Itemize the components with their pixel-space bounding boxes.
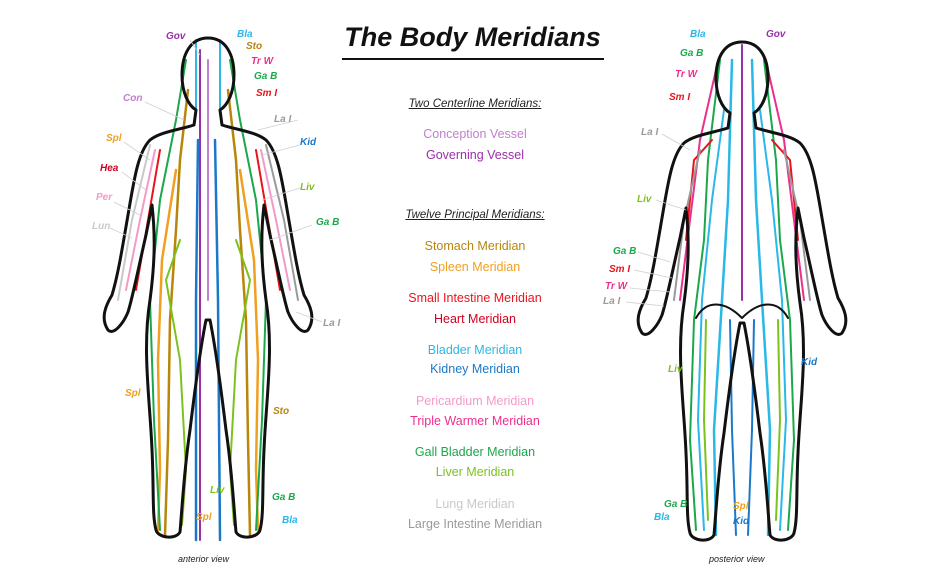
- legend-conception-vessel: Conception Vessel: [423, 127, 527, 141]
- legend-lung: Lung Meridian: [435, 497, 515, 511]
- legend-small-intestine: Small Intestine Meridian: [408, 291, 542, 305]
- posterior-tag-smi-2: Sm I: [609, 264, 631, 275]
- posterior-tag-lai: La I: [641, 127, 659, 138]
- legend-kidney: Kidney Meridian: [430, 362, 520, 376]
- posterior-tag-kid-2: Kid: [733, 516, 750, 527]
- anterior-tag-liv-2: Liv: [210, 485, 225, 496]
- posterior-tag-trw-2: Tr W: [605, 281, 628, 292]
- page-title: The Body Meridians: [344, 22, 601, 52]
- posterior-tag-gab-3: Ga B: [664, 499, 688, 510]
- anterior-tag-lai-2: La I: [323, 318, 341, 329]
- legend-triple-warmer: Triple Warmer Meridian: [410, 414, 540, 428]
- anterior-caption: anterior view: [178, 554, 230, 564]
- posterior-caption: posterior view: [709, 554, 765, 564]
- anterior-tag-spl-3: Spl: [196, 512, 212, 523]
- posterior-tag-trw: Tr W: [675, 69, 698, 80]
- legend-liver: Liver Meridian: [435, 465, 515, 479]
- anterior-tag-smi: Sm I: [256, 88, 278, 99]
- title-underline: [342, 58, 604, 60]
- anterior-tag-gov: Gov: [166, 31, 186, 42]
- posterior-tag-gab-2: Ga B: [613, 246, 637, 257]
- anterior-tag-kid: Kid: [300, 137, 317, 148]
- posterior-tag-liv-2: Liv: [668, 364, 683, 375]
- posterior-tag-gab: Ga B: [680, 48, 704, 59]
- posterior-tag-smi: Sm I: [669, 92, 691, 103]
- anterior-tag-bla-2: Bla: [282, 515, 298, 526]
- anterior-tag-per: Per: [96, 192, 113, 203]
- legend-stomach: Stomach Meridian: [424, 239, 526, 253]
- posterior-tag-lai-2: La I: [603, 296, 621, 307]
- legend-centerline-heading: Two Centerline Meridians:: [380, 96, 570, 110]
- anterior-tag-hea: Hea: [100, 163, 119, 174]
- anterior-tag-sto: Sto: [246, 41, 263, 52]
- heading-text: Twelve Principal Meridians:: [405, 209, 545, 221]
- anterior-tag-gab-2: Ga B: [316, 217, 340, 228]
- anterior-tag-spl-2: Spl: [125, 388, 141, 399]
- legend-spleen: Spleen Meridian: [429, 260, 521, 274]
- posterior-tag-liv: Liv: [637, 194, 652, 205]
- legend-principal-heading: Twelve Principal Meridians:: [380, 207, 570, 221]
- legend-heart: Heart Meridian: [434, 312, 516, 326]
- anterior-tag-gab: Ga B: [254, 71, 278, 82]
- anterior-tag-lun: Lun: [92, 221, 111, 232]
- anterior-body: [102, 36, 314, 542]
- legend-bladder: Bladder Meridian: [427, 343, 523, 357]
- anterior-tag-liv: Liv: [300, 182, 315, 193]
- anterior-tag-lai: La I: [274, 114, 292, 125]
- anterior-tag-trw: Tr W: [251, 56, 274, 67]
- anterior-tag-gab-3: Ga B: [272, 492, 296, 503]
- posterior-body: [636, 40, 848, 542]
- posterior-tag-spl: Spl: [733, 501, 749, 512]
- anterior-tag-spl: Spl: [106, 133, 122, 144]
- anterior-tag-bla: Bla: [237, 29, 253, 40]
- anterior-tag-sto-2: Sto: [273, 406, 290, 417]
- legend-governing-vessel: Governing Vessel: [426, 148, 524, 162]
- posterior-tag-bla: Bla: [690, 29, 706, 40]
- anterior-leader-lines: [109, 39, 323, 323]
- posterior-tag-gov: Gov: [766, 29, 786, 40]
- legend-gall-bladder: Gall Bladder Meridian: [414, 445, 536, 459]
- posterior-leader-lines: [625, 133, 691, 307]
- legend-large-intestine: Large Intestine Meridian: [407, 517, 543, 531]
- anterior-tag-con: Con: [123, 93, 143, 104]
- heading-text: Two Centerline Meridians:: [408, 98, 542, 110]
- posterior-tag-bla-2: Bla: [654, 512, 670, 523]
- posterior-tag-kid: Kid: [801, 357, 818, 368]
- legend-pericardium: Pericardium Meridian: [415, 394, 535, 408]
